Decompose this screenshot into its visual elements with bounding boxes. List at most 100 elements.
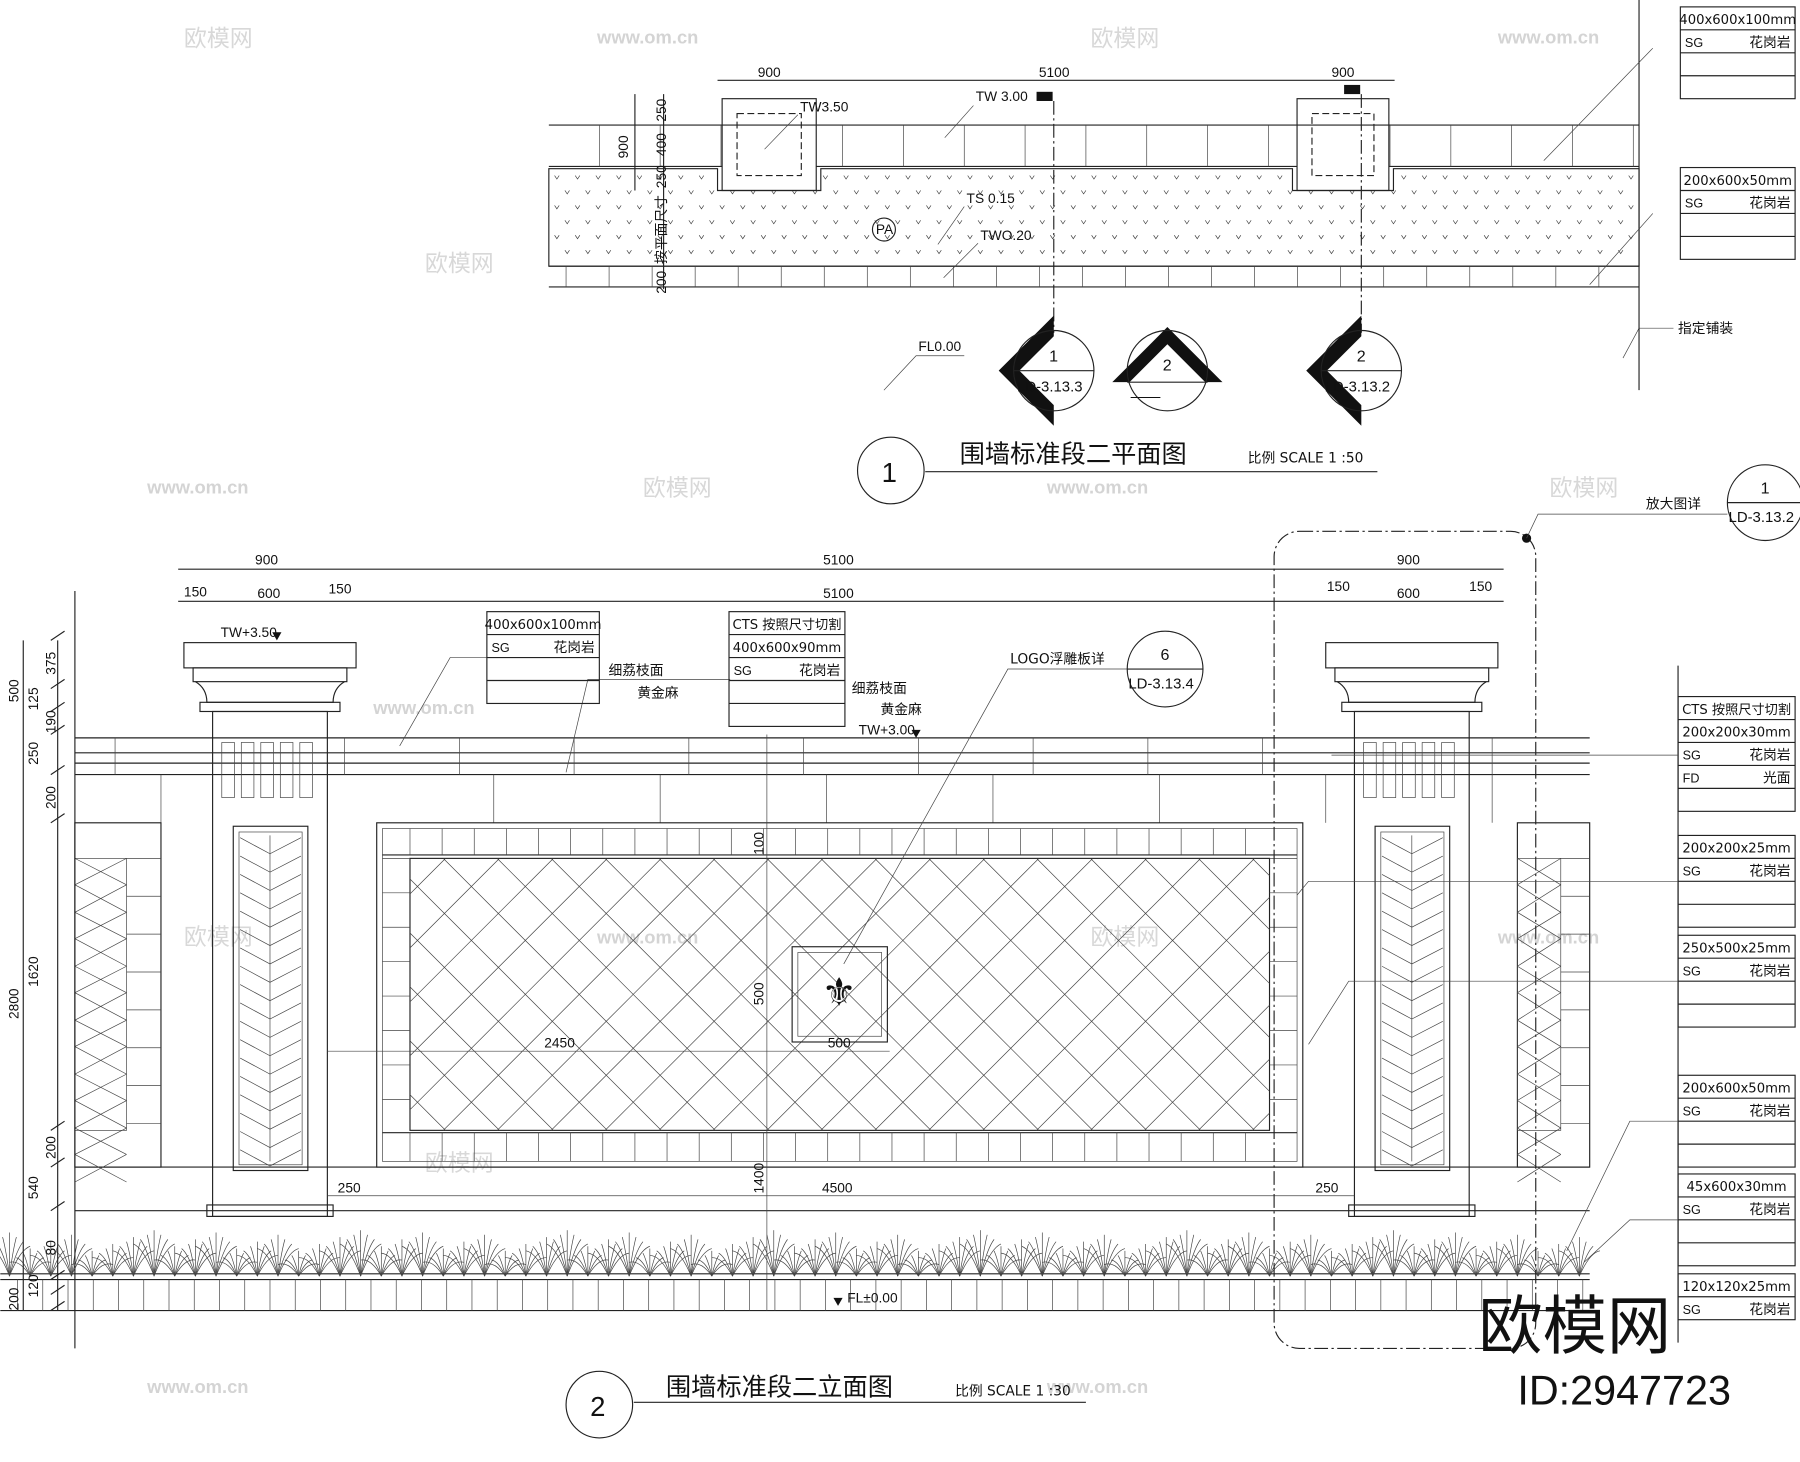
plant-icon xyxy=(876,1234,919,1277)
plant-leaf xyxy=(160,1255,176,1277)
diamond-line xyxy=(409,858,500,949)
plant-icon xyxy=(1207,1239,1249,1277)
plant-leaf xyxy=(498,1255,506,1277)
pier-flute xyxy=(260,742,274,798)
plant-leaf xyxy=(112,1257,134,1277)
pier-capital xyxy=(195,681,345,703)
plant-leaf xyxy=(401,1252,423,1277)
section-arrow-icon xyxy=(998,315,1054,426)
plant-leaf xyxy=(484,1243,499,1277)
plant-leaf xyxy=(904,1259,919,1277)
table-material: 花岗岩 xyxy=(1749,1302,1791,1318)
plant-icon xyxy=(443,1241,485,1277)
watermark-site: www.om.cn xyxy=(1046,476,1148,497)
plant-leaf xyxy=(1434,1252,1456,1277)
plant-leaf xyxy=(257,1246,265,1277)
plant-leaf xyxy=(1083,1246,1091,1277)
plant-leaf xyxy=(263,1243,279,1277)
table-material: 花岗岩 xyxy=(553,640,595,656)
label-fl: FL0.00 xyxy=(918,339,961,354)
label-stone: 黄金麻 xyxy=(637,686,679,702)
plant-leaf xyxy=(525,1257,547,1277)
plant-leaf xyxy=(649,1252,658,1277)
plant-leaf xyxy=(1303,1239,1312,1277)
pier-flute xyxy=(1441,742,1455,798)
plant-icon xyxy=(959,1230,1002,1277)
watermark-site: www.om.cn xyxy=(372,697,474,718)
dim-text: 600 xyxy=(257,586,280,601)
plant-leaf xyxy=(1572,1241,1580,1277)
table-material: 花岗岩 xyxy=(799,663,841,679)
plant-leaf xyxy=(1558,1257,1580,1277)
plant-leaf xyxy=(1165,1241,1174,1277)
plant-leaf xyxy=(1248,1245,1270,1277)
plant-leaf xyxy=(629,1261,651,1277)
plant-leaf xyxy=(938,1250,960,1277)
plant-leaf xyxy=(1207,1259,1229,1277)
plant-leaf xyxy=(1145,1248,1153,1277)
plant-leaf xyxy=(1289,1246,1298,1277)
pier-capital xyxy=(1336,681,1487,703)
callout-ref: LD-3.13.4 xyxy=(1128,677,1193,693)
plant-icon xyxy=(339,1230,382,1277)
plant-icon xyxy=(814,1232,857,1277)
plant-leaf xyxy=(9,1245,31,1277)
plant-leaf xyxy=(1062,1255,1084,1277)
dim-note: 按平面尺寸 xyxy=(654,195,670,264)
plant-leaf xyxy=(236,1257,251,1277)
diamond-line xyxy=(1517,1046,1561,1075)
plant-leaf xyxy=(1331,1257,1353,1277)
plant-leaf xyxy=(1289,1250,1305,1277)
dim-text: 600 xyxy=(1397,586,1420,601)
plant-leaf xyxy=(1055,1252,1064,1277)
plant-leaf xyxy=(195,1243,203,1277)
plant-leaf xyxy=(752,1250,774,1277)
plant-leaf xyxy=(1530,1255,1539,1277)
plant-leaf xyxy=(346,1239,361,1277)
pier-flute xyxy=(221,742,235,798)
plant-leaf xyxy=(202,1241,217,1277)
plant-leaf xyxy=(1021,1252,1043,1277)
plant-leaf xyxy=(1413,1250,1422,1277)
label-tw350: TW3.50 xyxy=(800,99,849,114)
dim-text: 900 xyxy=(1331,65,1354,80)
plant-leaf xyxy=(711,1255,719,1277)
plant-leaf xyxy=(546,1241,554,1277)
plant-leaf xyxy=(1462,1257,1477,1277)
plant-leaf xyxy=(1503,1243,1518,1277)
dim-text: 5100 xyxy=(1039,65,1070,80)
diamond-line xyxy=(820,858,1094,1131)
dim-text: 5100 xyxy=(823,553,854,568)
plant-leaf xyxy=(959,1241,967,1277)
label-tw350: TW+3.50 xyxy=(221,625,278,640)
table-material: 花岗岩 xyxy=(1749,1202,1791,1218)
plant-leaf xyxy=(691,1263,713,1277)
plant-leaf xyxy=(442,1257,458,1277)
diamond-line xyxy=(1517,992,1561,1021)
plant-leaf xyxy=(1248,1261,1270,1277)
dim-text: 150 xyxy=(184,585,207,600)
pier-cap-moulding xyxy=(1334,667,1490,683)
label-ts: TS 0.15 xyxy=(967,191,1016,206)
plant-leaf xyxy=(112,1248,120,1277)
plant-leaf xyxy=(1496,1255,1518,1277)
plant-leaf xyxy=(794,1250,802,1277)
dim-text: 150 xyxy=(1469,579,1492,594)
dim-tick xyxy=(50,813,65,824)
plant-leaf xyxy=(1041,1236,1050,1277)
plant-leaf xyxy=(918,1263,940,1277)
plant-icon xyxy=(691,1250,733,1277)
panel-inner xyxy=(382,828,1298,1162)
leader-line xyxy=(1296,880,1679,896)
plant-leaf xyxy=(566,1243,589,1277)
plant-leaf xyxy=(29,1261,51,1277)
plant-leaf xyxy=(236,1252,244,1277)
diamond-line xyxy=(74,965,127,993)
plant-leaf xyxy=(683,1239,692,1277)
plant-leaf xyxy=(897,1263,919,1277)
plant-leaf xyxy=(787,1250,795,1277)
leader-line xyxy=(1526,513,1728,539)
